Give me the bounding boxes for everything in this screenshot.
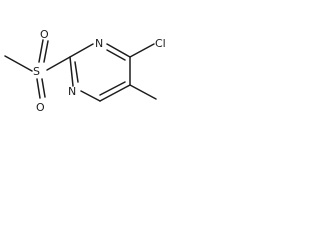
bond-S-O-top-1 <box>38 39 44 63</box>
bond-S-O-bottom-1 <box>36 78 41 99</box>
atom-label-sulfur: S <box>33 65 40 78</box>
atom-label-chlorine: Cl <box>155 37 166 50</box>
bond-S-O-top-2 <box>43 40 49 63</box>
atom-labels: O S O N N Cl <box>33 28 166 114</box>
bonds <box>4 39 157 102</box>
bond-C2-N-top <box>69 43 94 58</box>
atom-label-nitrogen-top: N <box>95 37 103 50</box>
bond-N-bottom-C2-inner <box>74 61 79 83</box>
bond-N-bottom-C2 <box>69 56 74 87</box>
bond-C5-C6-inner <box>99 81 126 96</box>
bond-N-top-C4 <box>106 43 131 58</box>
bond-N-top-C4-inner <box>106 49 126 61</box>
bond-C6-N-bottom <box>80 90 101 102</box>
bond-S-C2 <box>46 56 71 71</box>
bond-C5-methyl <box>129 84 157 100</box>
bond-methyl-S <box>4 55 33 72</box>
atom-label-oxygen-top: O <box>40 28 49 41</box>
bond-S-O-bottom-2 <box>41 78 46 98</box>
chemical-structure: O S O N N Cl <box>4 28 166 114</box>
bond-C5-C6 <box>99 84 131 102</box>
atom-label-oxygen-bottom: O <box>36 101 45 114</box>
bond-C4-Cl <box>129 43 155 58</box>
atom-label-nitrogen-bottom: N <box>68 85 76 98</box>
